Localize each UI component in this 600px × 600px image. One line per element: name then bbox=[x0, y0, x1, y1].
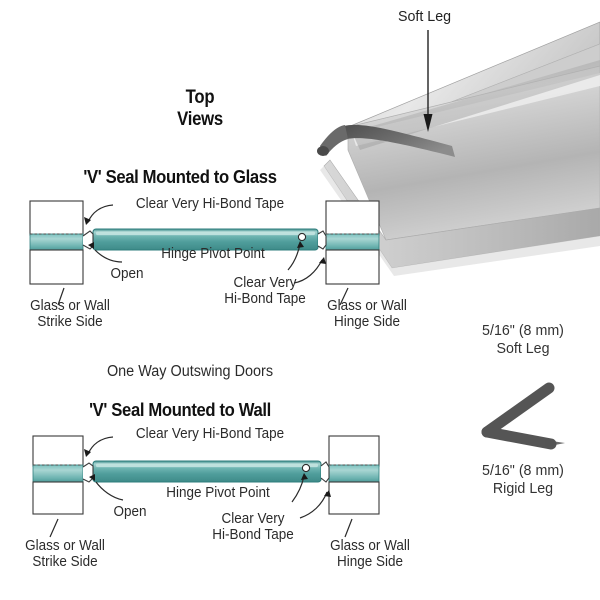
top-views-line1: Top bbox=[185, 87, 215, 108]
diagram-1-tape-right-line2: Hi-Bond Tape bbox=[224, 291, 306, 307]
diagram-1-hinge-pivot-label: Hinge Pivot Point bbox=[161, 246, 265, 262]
diagram-2-left-block bbox=[32, 435, 84, 515]
diagram-2-title: 'V' Seal Mounted to Wall bbox=[89, 399, 271, 420]
diagram-2-left-block-line1: Glass or Wall bbox=[25, 538, 105, 554]
v-shape-taper bbox=[545, 440, 565, 447]
diagram-2-right-block-line1: Glass or Wall bbox=[330, 538, 410, 554]
photo-bottom-edge bbox=[320, 159, 600, 276]
diagram-1-arrowheads bbox=[84, 217, 326, 264]
diagram-2-tape-top-label: Clear Very Hi-Bond Tape bbox=[135, 426, 285, 442]
diagram-2-tape-right-line1: Clear Very bbox=[221, 511, 285, 527]
diagram-2-right-block bbox=[328, 435, 380, 515]
cross-section-bottom-line1: 5/16" (8 mm) bbox=[482, 462, 564, 479]
diagram-2-hinge-pivot-label: Hinge Pivot Point bbox=[166, 485, 270, 501]
diagram-1-right-block bbox=[325, 200, 380, 285]
diagram-2-left-block-line2: Strike Side bbox=[32, 554, 98, 570]
cross-section-bottom-line2: Rigid Leg bbox=[492, 480, 554, 497]
v-shape-icon bbox=[481, 382, 557, 450]
diagram-1-hinge-pivot-point bbox=[297, 232, 307, 242]
diagram-1-right-block-line2: Hinge Side bbox=[334, 314, 400, 330]
soft-leg-arrow bbox=[423, 30, 433, 132]
diagram-1-right-block-line1: Glass or Wall bbox=[327, 298, 407, 314]
diagram-1-title: 'V' Seal Mounted to Glass bbox=[83, 166, 277, 187]
soft-leg-label: Soft Leg bbox=[398, 8, 452, 25]
cross-section-top-line2: Soft Leg bbox=[496, 340, 550, 357]
diagram-1-seal-bar bbox=[92, 228, 319, 251]
diagram-1-open-label: Open bbox=[110, 266, 144, 282]
one-way-outswing-caption: One Way Outswing Doors bbox=[106, 363, 274, 380]
diagram-1-tape-top-label: Clear Very Hi-Bond Tape bbox=[135, 196, 285, 212]
top-views-line2: Views bbox=[177, 109, 223, 130]
diagram-1-left-block-line2: Strike Side bbox=[37, 314, 103, 330]
diagram-1-tape-right-line1: Clear Very bbox=[233, 275, 297, 291]
diagram-2-right-block-line2: Hinge Side bbox=[337, 554, 403, 570]
diagram-2-seal-bar bbox=[92, 460, 322, 483]
cross-section-top-line1: 5/16" (8 mm) bbox=[482, 322, 564, 339]
photo-inner-channel bbox=[352, 60, 600, 150]
diagram-1-left-block bbox=[29, 200, 84, 285]
diagram-2-open-label: Open bbox=[113, 504, 147, 520]
diagram-2-arrowheads bbox=[84, 449, 331, 497]
diagram-2-hinge-joints bbox=[82, 461, 330, 483]
diagram-2-tape-right-line2: Hi-Bond Tape bbox=[212, 527, 294, 543]
diagram-1-left-block-line1: Glass or Wall bbox=[30, 298, 110, 314]
diagram-2-hinge-pivot-point bbox=[301, 463, 311, 473]
photo-soft-leg bbox=[317, 124, 455, 157]
